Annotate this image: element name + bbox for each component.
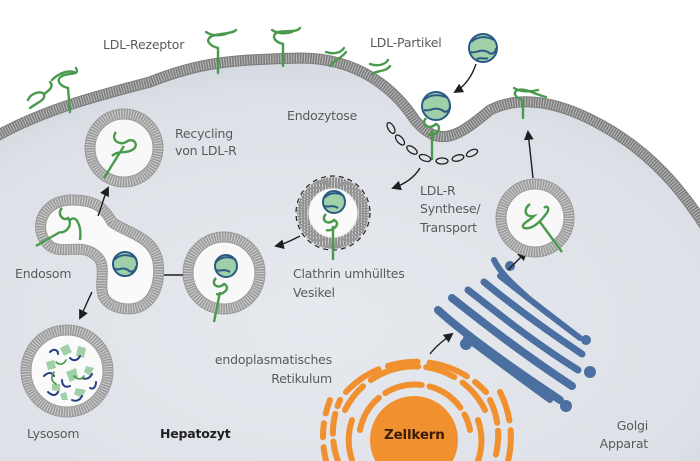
arrow-nucleus-to-golgi: [429, 332, 454, 355]
label-synthesis-line2: Synthese/: [420, 201, 481, 216]
receptor-icon: [270, 26, 302, 68]
synthesis-vesicle-icon: [495, 178, 575, 258]
label-ldl-particle: LDL-Partikel: [370, 35, 442, 50]
nucleus-er-icon: [320, 358, 514, 461]
label-clathrin-line2: Vesikel: [293, 285, 335, 300]
recycling-vesicle-icon: [84, 108, 164, 188]
label-recycling-line2: von LDL-R: [175, 143, 237, 158]
arrow-vesicle-to-membrane: [523, 130, 534, 179]
receptor-icon: [50, 66, 79, 114]
receptor-icon: [512, 86, 548, 120]
endosome-icon: [35, 194, 165, 315]
clathrin-vesicle-icon: [295, 175, 371, 260]
label-nucleus: Zellkern: [384, 427, 445, 443]
label-er-line2: Retikulum: [271, 371, 332, 386]
arrow-clathrin-to-vesicle: [274, 235, 301, 250]
clathrin-coat-pit: [386, 121, 479, 165]
label-ldl-receptor: LDL-Rezeptor: [103, 37, 185, 52]
receptor-icon: [26, 80, 53, 110]
ldl-particle-icon: [468, 33, 498, 63]
receptor-icon: [324, 46, 348, 68]
label-endocytosis: Endozytose: [287, 108, 358, 123]
ldl-bound-pit-icon: [421, 91, 451, 160]
arrow-endosome-to-recycling: [97, 186, 109, 217]
label-endosome: Endosom: [15, 266, 72, 281]
label-er-line1: endoplasmatisches: [214, 352, 332, 367]
lysosome-icon: [20, 324, 114, 418]
label-recycling-line1: Recycling: [175, 126, 233, 141]
label-golgi-line2: Apparat: [599, 436, 649, 451]
golgi-icon: [434, 257, 596, 412]
label-clathrin-line1: Clathrin umhülltes: [293, 266, 405, 281]
cytoplasm: [0, 58, 700, 461]
label-lysosome: Lysosom: [27, 426, 80, 441]
surface-receptors: [26, 26, 548, 120]
label-golgi-line1: Golgi: [616, 418, 648, 433]
receptor-icon: [368, 58, 392, 76]
arrow-ldl-to-pit: [453, 63, 477, 94]
receptor-icon: [204, 28, 238, 75]
label-hepatocyte: Hepatozyt: [160, 426, 231, 441]
label-synthesis-line1: LDL-R: [420, 183, 456, 198]
label-synthesis-line3: Transport: [420, 220, 477, 235]
transport-vesicle-icon: [182, 231, 266, 323]
arrow-pit-to-clathrin: [391, 167, 421, 191]
arrow-endosome-to-lysosome: [79, 291, 93, 320]
